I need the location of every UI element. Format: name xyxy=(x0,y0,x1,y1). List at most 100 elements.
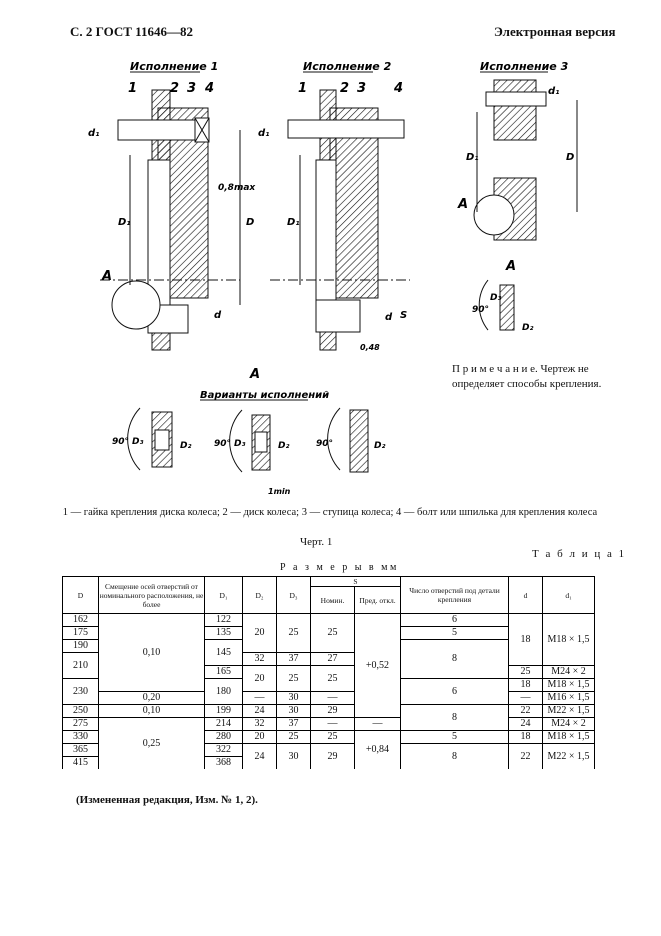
cell-D1: 135 xyxy=(204,626,243,640)
cell-d1: M18 × 1,5 xyxy=(542,730,595,744)
dim-D2-3: D₂ xyxy=(374,441,385,451)
th-d1: d₁ xyxy=(542,576,595,614)
cell-d1: M18 × 1,5 xyxy=(542,678,595,692)
cell-d: 22 xyxy=(508,743,543,769)
legend: 1 — гайка крепления диска колеса; 2 — ди… xyxy=(62,507,598,518)
cell-D1: 322 xyxy=(204,743,243,757)
cell-D1: 165 xyxy=(204,665,243,679)
detail-a-title: А xyxy=(249,367,260,382)
callout-1: 1 xyxy=(128,81,137,96)
cell-d1: M22 × 1,5 xyxy=(542,743,595,769)
cell-S-dev: +0,84 xyxy=(354,730,401,769)
version-2-title: Исполнение 2 xyxy=(303,60,392,73)
cell-D3: 37 xyxy=(276,652,311,666)
callout-2: 2 xyxy=(170,81,179,96)
callout-4: 4 xyxy=(204,81,214,96)
cell-holes: 8 xyxy=(400,743,509,769)
version-3-title: Исполнение 3 xyxy=(480,60,569,73)
cell-D1: 145 xyxy=(204,639,243,666)
cell-shift: 0,10 xyxy=(98,704,205,718)
detail-a-mark-v3: А xyxy=(457,197,468,212)
cell-D: 415 xyxy=(62,756,99,769)
cell-D: 365 xyxy=(62,743,99,757)
dim-D3-1: D₃ xyxy=(132,437,143,447)
cell-holes: 6 xyxy=(400,678,509,705)
cell-holes: 5 xyxy=(400,626,509,640)
angle-2: 90° xyxy=(214,439,231,449)
cell-holes: 8 xyxy=(400,639,509,679)
cell-D1: 180 xyxy=(204,678,243,705)
cell-D: 230 xyxy=(62,678,99,705)
cell-d1: M22 × 1,5 xyxy=(542,704,595,718)
dim-tol: 0,48 xyxy=(360,343,380,352)
dim-D-v3: D xyxy=(566,152,574,163)
th-D: D xyxy=(62,576,99,614)
dim-D2-2: D₂ xyxy=(278,441,289,451)
cell-D3: 25 xyxy=(276,613,311,653)
cell-S-nom: — xyxy=(310,717,355,731)
detail-a-title-v3: А xyxy=(505,259,516,274)
cell-D1: 214 xyxy=(204,717,243,731)
th-holes: Число отверстий под детали крепления xyxy=(400,576,509,614)
callout-3: 3 xyxy=(187,81,196,96)
cell-D1: 199 xyxy=(204,704,243,718)
page-header-left: С. 2 ГОСТ 11646—82 xyxy=(70,24,193,39)
table-units: Р а з м е р ы в мм xyxy=(280,562,399,573)
cell-D3: 25 xyxy=(276,730,311,744)
cell-S-nom: 27 xyxy=(310,652,355,666)
cell-d: 18 xyxy=(508,613,543,666)
cell-shift: 0,25 xyxy=(98,717,205,769)
cell-S-nom: 25 xyxy=(310,665,355,692)
cell-d: — xyxy=(508,691,543,705)
cell-D: 162 xyxy=(62,613,99,627)
cell-shift: 0,10 xyxy=(98,613,205,692)
th-shift: Смещение осей отверстий от номинального … xyxy=(98,576,205,614)
cell-holes: 6 xyxy=(400,613,509,627)
angle-v3: 90° xyxy=(472,305,489,315)
cell-shift: 0,20 xyxy=(98,691,205,705)
cell-D2: — xyxy=(242,691,277,705)
drawing-note: П р и м е ч а н и е. Чертеж не определяе… xyxy=(452,363,602,390)
cell-D1: 122 xyxy=(204,613,243,627)
version-1-title: Исполнение 1 xyxy=(130,60,218,73)
cell-S-nom: — xyxy=(310,691,355,705)
dim-D1-v3: D₁ xyxy=(466,152,479,163)
dim-d1-v3: d₁ xyxy=(548,86,560,97)
th-D1: D₁ xyxy=(204,576,243,614)
cell-D2: 20 xyxy=(242,665,277,692)
dim-D3-2: D₃ xyxy=(234,439,245,449)
cell-D1: 368 xyxy=(204,756,243,769)
th-S-dev: Пред. откл. xyxy=(354,586,401,614)
cell-D2: 24 xyxy=(242,704,277,718)
cell-D2: 20 xyxy=(242,730,277,744)
cell-d1: M24 × 2 xyxy=(542,717,595,731)
th-d: d xyxy=(508,576,543,614)
th-S: S xyxy=(310,576,401,587)
cell-d: 22 xyxy=(508,704,543,718)
angle-3: 90° xyxy=(316,439,333,449)
detail-a-mark: А xyxy=(101,269,112,284)
dimensions-table: D Смещение осей отверстий от номинальног… xyxy=(62,576,595,769)
cell-S-nom: 25 xyxy=(310,730,355,744)
cell-d1: M24 × 2 xyxy=(542,665,595,679)
cell-D1: 280 xyxy=(204,730,243,744)
dim-d1-v2: d₁ xyxy=(258,128,270,139)
th-D2: D₂ xyxy=(242,576,277,614)
cell-D2: 32 xyxy=(242,717,277,731)
dim-D2-1: D₂ xyxy=(180,441,191,451)
dim-D2-v3: D₂ xyxy=(522,323,533,333)
callout-4-v2: 4 xyxy=(393,81,403,96)
table-title: Т а б л и ц а 1 xyxy=(532,548,627,560)
dim-d-v2: d xyxy=(385,312,393,323)
cell-D: 210 xyxy=(62,652,99,679)
cell-D3: 30 xyxy=(276,691,311,705)
figure-caption: Черт. 1 xyxy=(300,536,333,548)
cell-D: 330 xyxy=(62,730,99,744)
cell-D: 275 xyxy=(62,717,99,731)
cell-S-nom: 29 xyxy=(310,743,355,769)
dim-D3-v3: D₃ xyxy=(490,293,501,303)
cell-D: 250 xyxy=(62,704,99,718)
dim-min: 1min xyxy=(268,487,291,496)
cell-d: 24 xyxy=(508,717,543,731)
cell-S-nom: 25 xyxy=(310,613,355,653)
